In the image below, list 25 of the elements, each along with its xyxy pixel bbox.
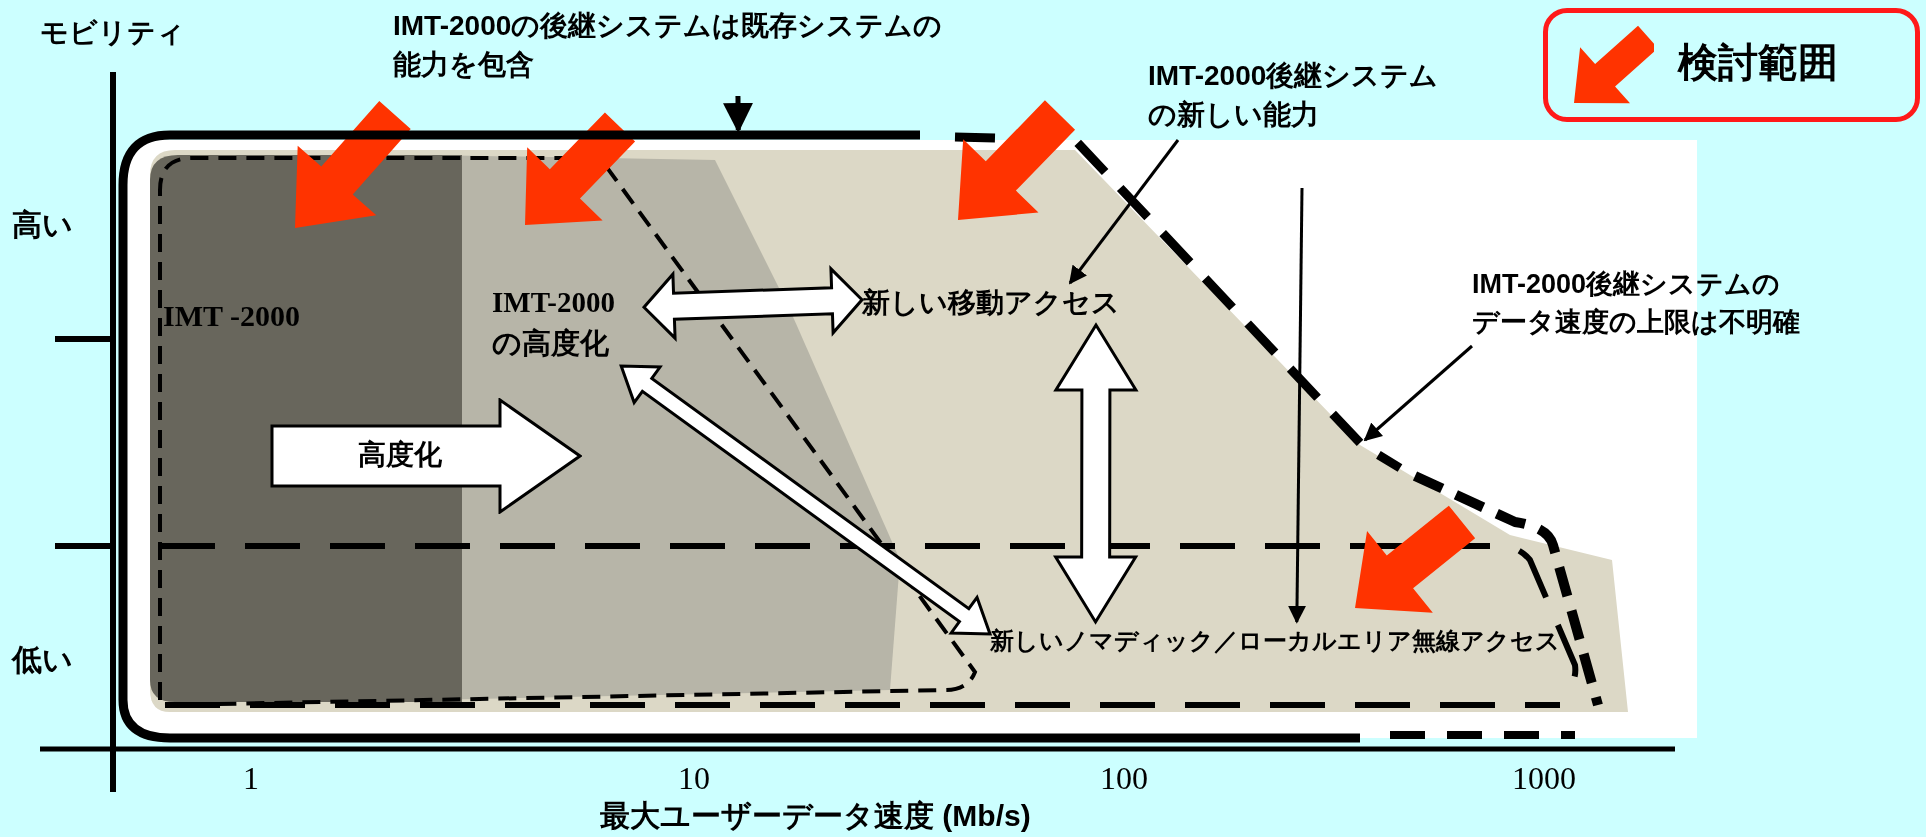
axis-label: 高い (12, 207, 73, 243)
region-label: 新しい移動アクセス (862, 286, 1121, 320)
boundary-line (118, 130, 920, 186)
legend-label: 検討範囲 (1678, 39, 1838, 86)
callout-text: IMT-2000の後継システムは既存システムの能力を包含 (393, 9, 944, 83)
tick-label: 10 (678, 760, 710, 797)
leader-arrow (1068, 139, 1180, 285)
leader-arrow (723, 95, 754, 133)
axis-label: 低い (12, 642, 73, 678)
callout-text: IMT-2000後継システムの新しい能力 (1148, 59, 1440, 133)
region-label: IMT-2000の高度化 (492, 285, 616, 361)
region-label: IMT -2000 (163, 298, 301, 334)
axis-title: 最大ユーザーデータ速度 (Mb/s) (600, 798, 1031, 834)
double-arrow (619, 364, 993, 636)
arrow (1288, 188, 1306, 624)
tick-label: 1000 (1512, 760, 1576, 797)
region-label: 新しいノマディック／ローカルエリア無線アクセス (990, 626, 1561, 656)
tick-label: 1 (243, 760, 259, 797)
double-arrow (1052, 322, 1139, 625)
leader-arrow (1363, 344, 1473, 442)
tick-label: 100 (1100, 760, 1148, 797)
axis-title: モビリティ (40, 16, 185, 50)
callout-text: IMT-2000後継システムのデータ速度の上限は不明確 (1472, 268, 1801, 339)
arrow-label: 高度化 (357, 438, 443, 472)
double-arrow (641, 265, 865, 342)
